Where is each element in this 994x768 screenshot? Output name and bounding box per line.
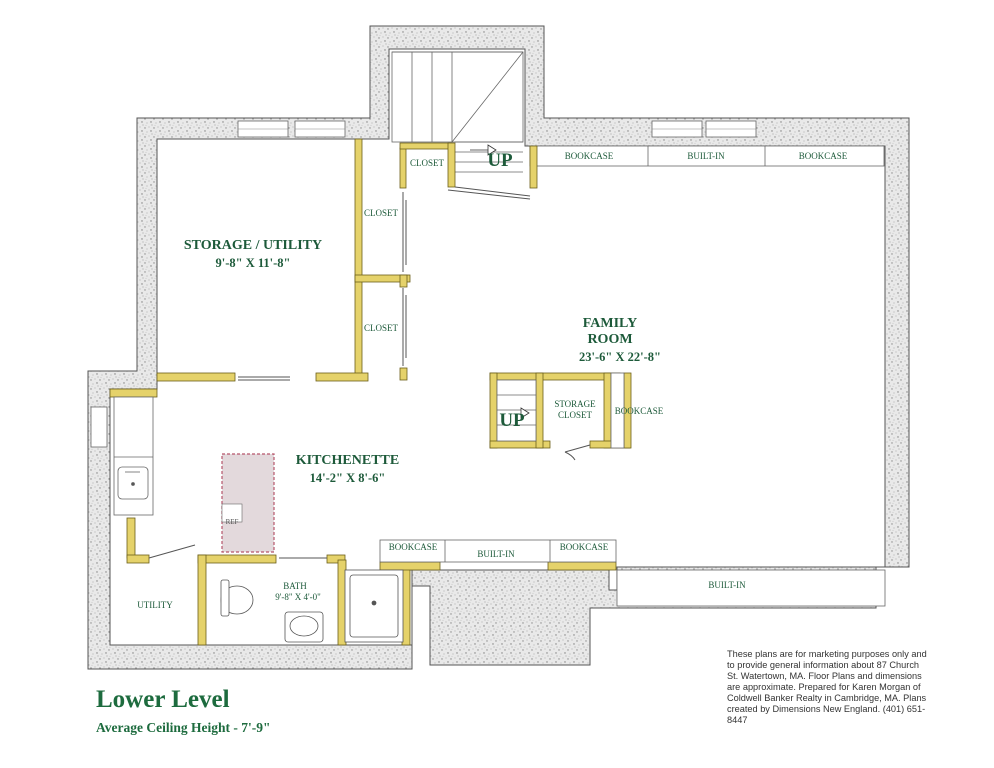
builtin-bottom-right-label: BUILT-IN [708,580,746,590]
closet-top-label: CLOSET [409,158,444,168]
plan-subtitle: Average Ceiling Height - 7'-9" [96,720,271,735]
utility-name: UTILITY [137,600,173,610]
up-island-label: UP [499,410,525,431]
bookcase-top-right-label: BOOKCASE [798,151,848,161]
closet-doors [148,186,591,559]
bath-dim: 9'-8" X 4'-0" [275,592,321,602]
window [90,406,108,448]
interior-walls [109,138,632,646]
bookcase-island-label: BOOKCASE [614,406,664,416]
storage-closet-line2: CLOSET [557,410,592,420]
kitchenette-dim: 14'-2" X 8'-6" [309,471,386,485]
bookcase-bottom-right-label: BOOKCASE [559,542,609,552]
kitchen-cabinets [113,396,154,516]
closet-low-label: CLOSET [363,323,398,333]
bath-fixtures [220,569,404,643]
closet-mid-label: CLOSET [363,208,398,218]
bookcase-top-left-label: BOOKCASE [564,151,614,161]
refrigerator [221,453,275,553]
island-stair [496,379,537,442]
bookcase-bottom-left-label: BOOKCASE [388,542,438,552]
main-stair [391,51,524,173]
plan-title: Lower Level [96,686,230,713]
storage-closet-line1: STORAGE [554,399,596,409]
ref-label: REF [225,518,239,526]
family-room-name-1: FAMILY [582,316,638,331]
family-room-name-2: ROOM [587,332,633,347]
up-main-label: UP [487,150,513,171]
kitchenette-name: KITCHENETTE [295,453,400,468]
bath-name: BATH [283,581,307,591]
family-room-dim: 23'-6" X 22'-8" [579,350,661,364]
builtin-top-label: BUILT-IN [687,151,725,161]
storage-utility-name: STORAGE / UTILITY [183,238,323,253]
disclaimer-text: These plans are for marketing purposes o… [727,649,927,725]
bottom-builtin-strips [379,372,886,607]
builtin-bottom-mid-label: BUILT-IN [477,549,515,559]
storage-utility-dim: 9'-8" X 11'-8" [215,256,291,270]
